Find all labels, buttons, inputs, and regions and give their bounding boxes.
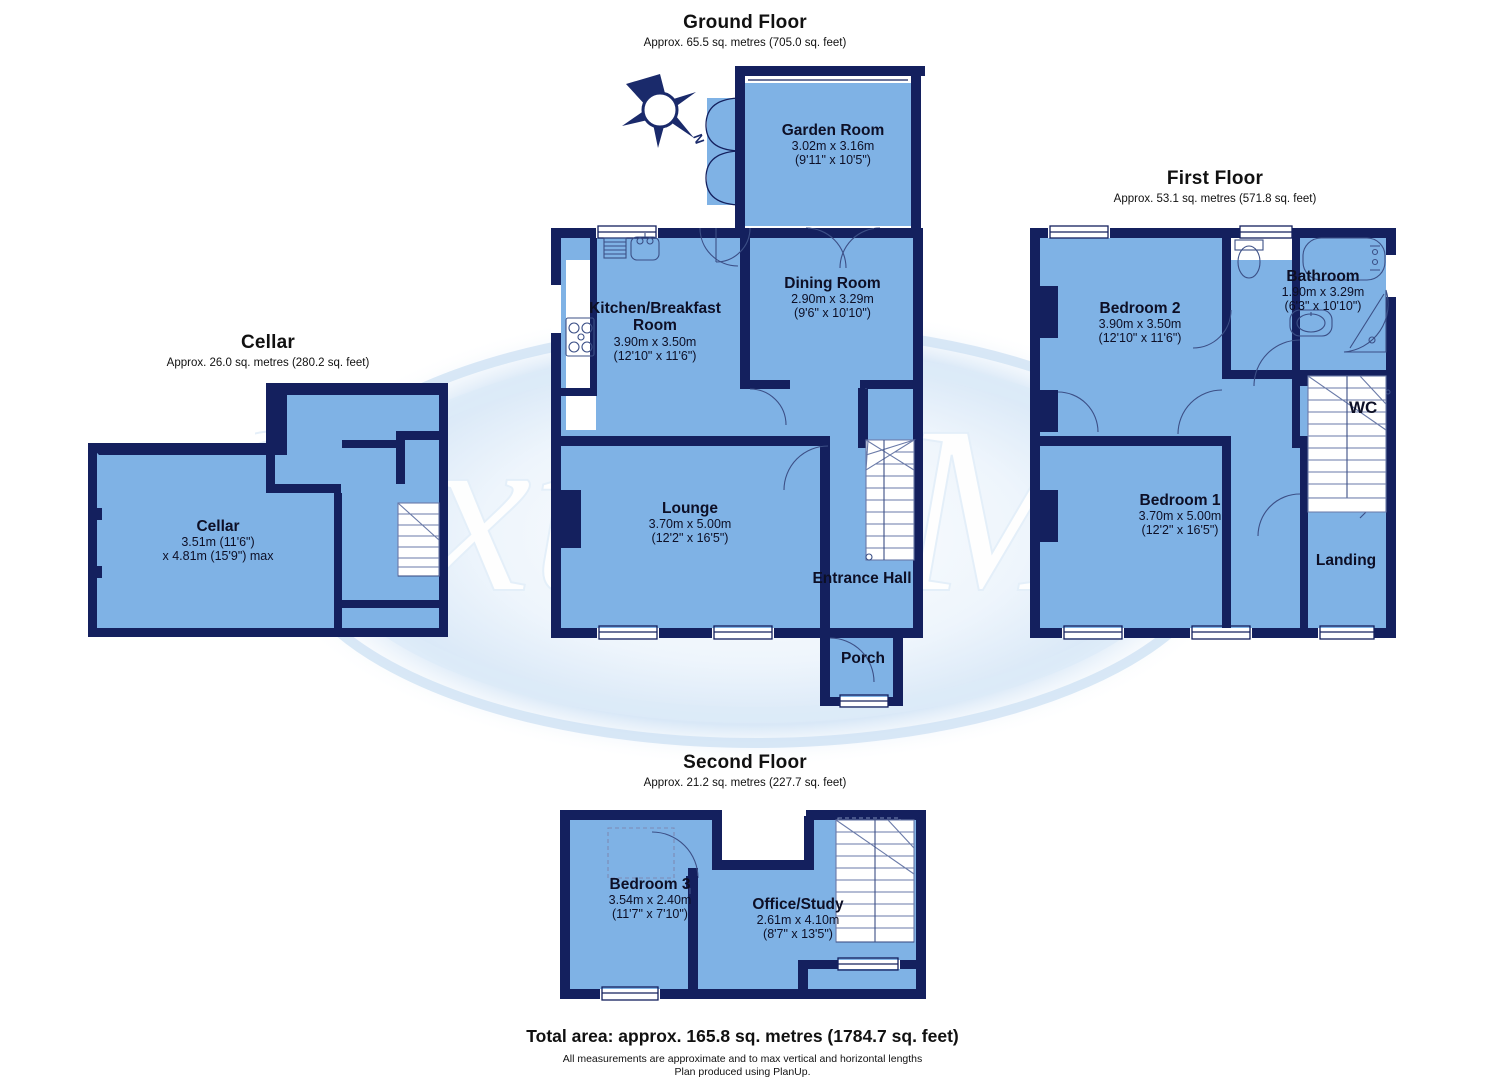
room-imperial: (12'2" x 16'5") [1141, 523, 1219, 538]
room-name: Entrance Hall [812, 570, 912, 587]
first-floor-heading: First Floor Approx. 53.1 sq. metres (571… [1090, 168, 1340, 207]
room-imperial: (11'7" x 7'10") [612, 907, 688, 922]
measurement-disclaimer: All measurements are approximate and to … [562, 1053, 923, 1065]
room-name: Bedroom 2 [1099, 300, 1181, 317]
room-label-kitchen-breakfast-room: Kitchen/Breakfast Room 3.90m x 3.50m (12… [575, 300, 735, 363]
room-name: Lounge [662, 500, 718, 517]
first-floor-title: First Floor [1166, 168, 1264, 189]
room-label-lounge: Lounge 3.70m x 5.00m (12'2" x 16'5") [620, 500, 760, 545]
room-metric: 3.51m (11'6") [181, 535, 255, 550]
room-label-garden-room: Garden Room 3.02m x 3.16m (9'11" x 10'5"… [768, 122, 898, 167]
compass-north-label: N [690, 132, 707, 146]
compass-icon: N [622, 74, 707, 148]
room-name: Office/Study [752, 896, 844, 913]
room-label-wc: WC [1349, 398, 1378, 417]
room-label-office-study: Office/Study 2.61m x 4.10m (8'7" x 13'5"… [728, 896, 868, 941]
room-label-bedroom-1: Bedroom 1 3.70m x 5.00m (12'2" x 16'5") [1100, 492, 1260, 537]
room-imperial: (9'6" x 10'10") [794, 306, 871, 321]
cellar-title: Cellar [240, 332, 295, 353]
room-name: Dining Room [784, 275, 881, 292]
room-metric: 3.54m x 2.40m [608, 893, 692, 908]
room-label-bedroom-3: Bedroom 3 3.54m x 2.40m (11'7" x 7'10") [580, 876, 720, 921]
producer-note: Plan produced using PlanUp. [674, 1066, 811, 1078]
room-name: Garden Room [781, 122, 885, 139]
room-name: Cellar [196, 518, 240, 535]
cellar-heading: Cellar Approx. 26.0 sq. metres (280.2 sq… [148, 332, 388, 371]
room-imperial: (8'7" x 13'5") [763, 927, 833, 942]
room-imperial: (12'10" x 11'6") [1098, 331, 1182, 346]
room-name: Kitchen/Breakfast Room [589, 300, 721, 335]
cellar-area: Approx. 26.0 sq. metres (280.2 sq. feet) [166, 357, 370, 369]
room-label-bathroom: Bathroom 1.90m x 3.29m (6'3" x 10'10") [1248, 268, 1398, 313]
room-label-bedroom-2: Bedroom 2 3.90m x 3.50m (12'10" x 11'6") [1060, 300, 1220, 345]
room-metric: 3.70m x 5.00m [1138, 509, 1222, 524]
room-label-landing: Landing [1298, 552, 1394, 569]
room-label-porch: Porch [818, 650, 908, 667]
room-imperial: (6'3" x 10'10") [1284, 299, 1362, 314]
ground-floor-area: Approx. 65.5 sq. metres (705.0 sq. feet) [643, 37, 847, 49]
room-name: Bathroom [1286, 268, 1360, 285]
second-floor-geometry [560, 810, 926, 1001]
room-metric: 3.90m x 3.50m [613, 334, 697, 349]
ground-floor-geometry [551, 66, 925, 708]
room-metric: 1.90m x 3.29m [1281, 285, 1365, 300]
room-metric: 3.02m x 3.16m [791, 139, 875, 154]
footer: Total area: approx. 165.8 sq. metres (17… [0, 1026, 1485, 1079]
room-imperial: (12'2" x 16'5") [651, 531, 729, 546]
room-name: Porch [841, 650, 885, 667]
room-name: Bedroom 1 [1139, 492, 1221, 509]
first-floor-geometry [1030, 225, 1396, 640]
cellar-geometry [88, 383, 448, 637]
room-label-dining-room: Dining Room 2.90m x 3.29m (9'6" x 10'10"… [765, 275, 900, 320]
room-label-entrance-hall: Entrance Hall [812, 570, 912, 588]
room-imperial: (9'11" x 10'5") [795, 153, 871, 168]
room-metric: 2.61m x 4.10m [756, 913, 840, 928]
room-metric: 3.90m x 3.50m [1098, 317, 1182, 332]
total-area: Total area: approx. 165.8 sq. metres (17… [526, 1026, 959, 1046]
second-floor-heading: Second Floor Approx. 21.2 sq. metres (22… [600, 752, 890, 791]
second-floor-title: Second Floor [683, 752, 807, 773]
ground-floor-title: Ground Floor [683, 12, 807, 33]
room-metric: 3.70m x 5.00m [648, 517, 732, 532]
room-name: Bedroom 3 [609, 876, 691, 893]
ground-floor-heading: Ground Floor Approx. 65.5 sq. metres (70… [595, 12, 895, 51]
first-floor-area: Approx. 53.1 sq. metres (571.8 sq. feet) [1113, 193, 1317, 205]
room-imperial: (12'10" x 11'6") [613, 348, 697, 363]
room-metric: 2.90m x 3.29m [791, 292, 874, 307]
second-floor-area: Approx. 21.2 sq. metres (227.7 sq. feet) [643, 777, 847, 789]
room-label-cellar: Cellar 3.51m (11'6") x 4.81m (15'9") max [128, 518, 308, 563]
room-imperial: x 4.81m (15'9") max [162, 549, 274, 564]
room-name: Landing [1315, 552, 1377, 569]
